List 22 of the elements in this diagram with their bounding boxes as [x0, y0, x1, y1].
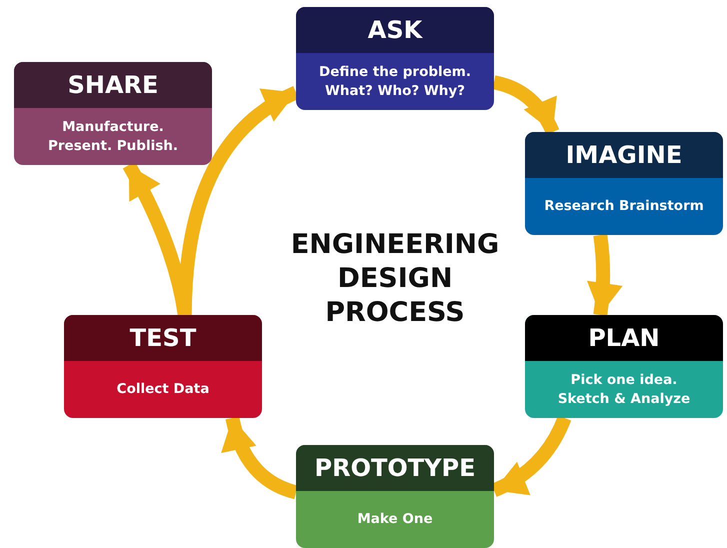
diagram-title: ENGINEERING DESIGN PROCESS	[290, 228, 500, 330]
stage-heading: IMAGINE	[566, 141, 682, 169]
stage-card	[14, 62, 212, 165]
stage-description: Define the problem. What? Who? Why?	[318, 63, 472, 100]
stage-heading: ASK	[368, 16, 422, 44]
stage-description: Collect Data	[116, 380, 210, 399]
cycle-arrow	[586, 234, 622, 316]
stage-description: Pick one idea. Sketch & Analyze	[556, 371, 692, 408]
stage-heading: PLAN	[588, 324, 660, 352]
stage-card	[296, 7, 494, 110]
stage-card	[525, 132, 723, 235]
stage-description: Manufacture. Present. Publish.	[47, 118, 179, 155]
stage-heading: SHARE	[68, 71, 158, 99]
stage-heading: TEST	[130, 324, 196, 352]
cycle-arrow	[222, 416, 298, 500]
stage-card	[525, 315, 723, 418]
stage-description: Research Brainstorm	[544, 197, 704, 216]
stage-card	[64, 315, 262, 418]
cycle-arrow	[492, 75, 560, 135]
stage-description: Make One	[357, 510, 433, 529]
stage-card	[296, 445, 494, 548]
stage-heading: PROTOTYPE	[314, 454, 476, 482]
